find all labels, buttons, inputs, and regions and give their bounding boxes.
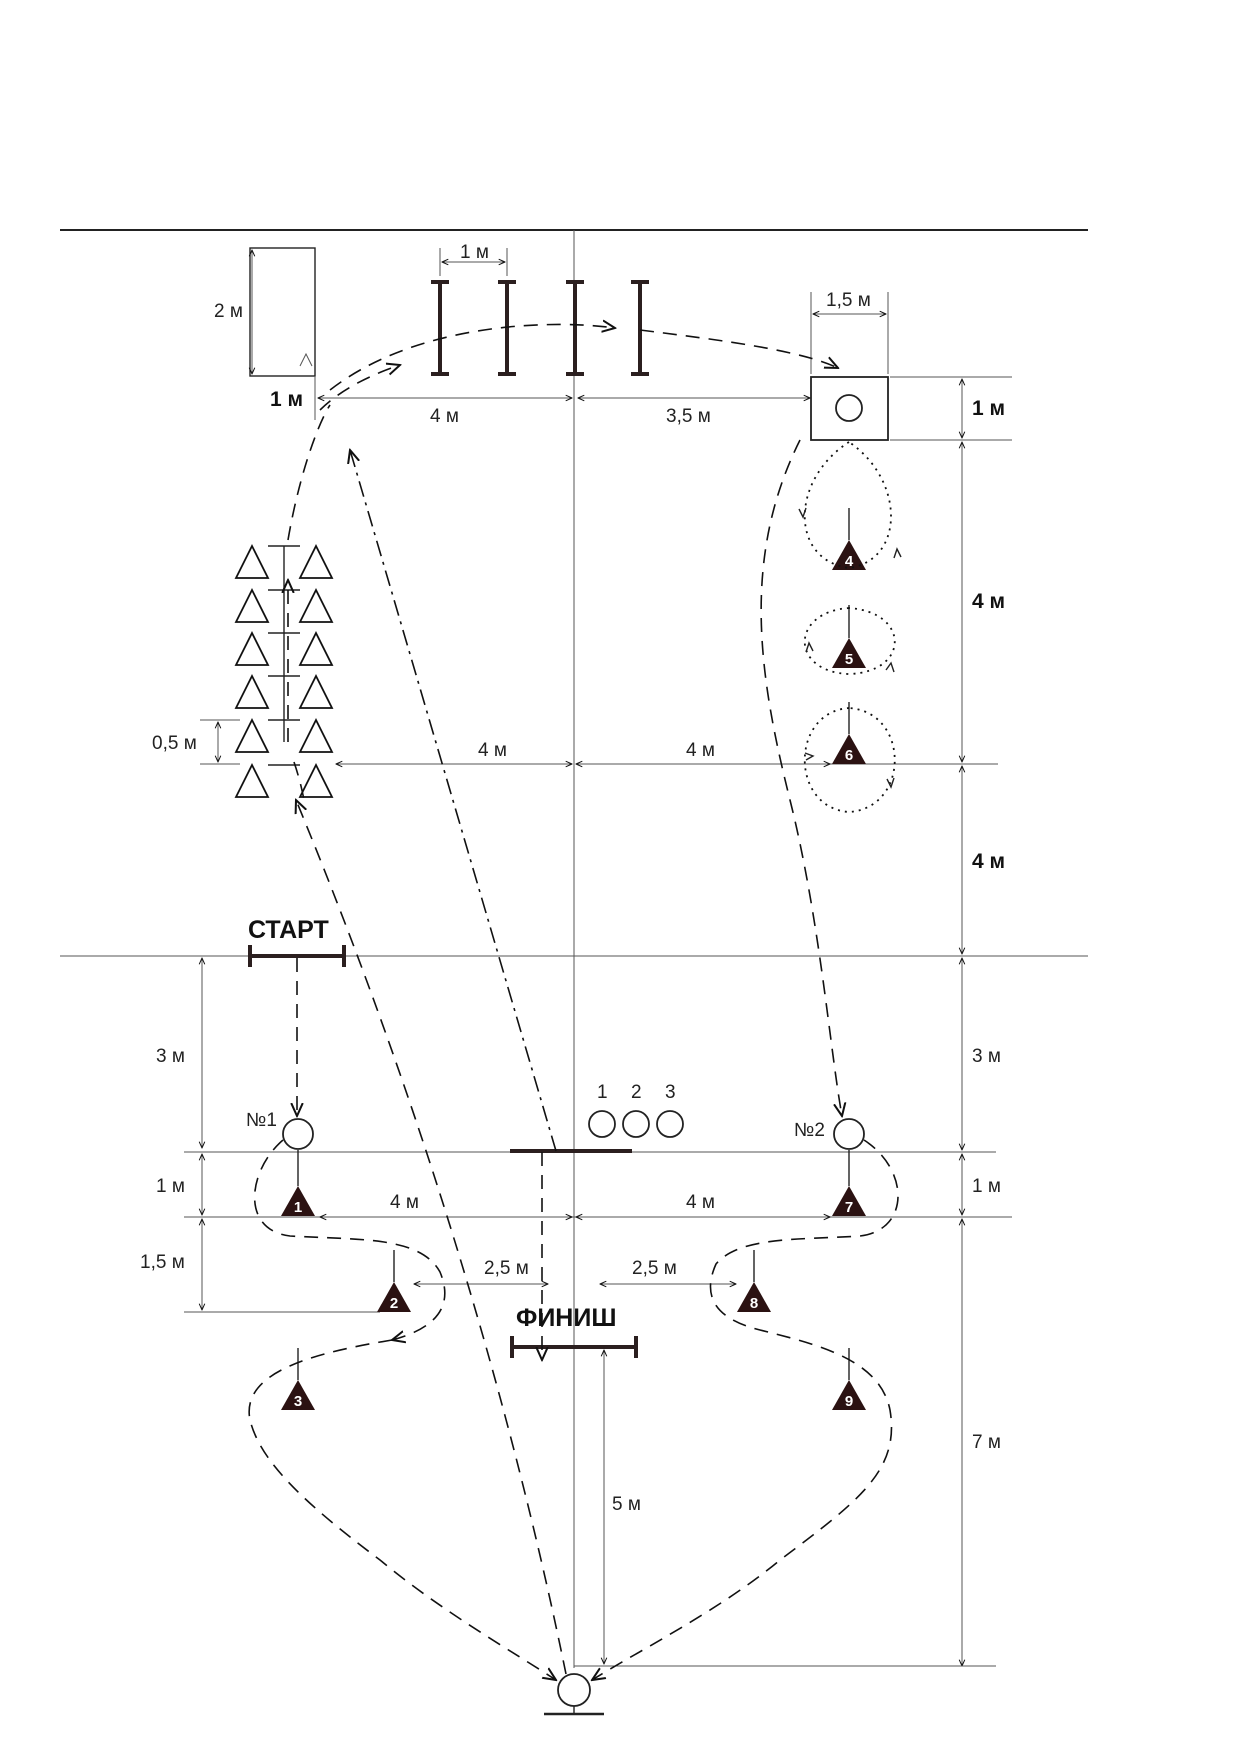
triangle-slalom: 0,5 м <box>152 543 334 798</box>
tunnel-box: 2 м 1 м <box>214 247 316 420</box>
post-2: №2 7 <box>794 1118 866 1216</box>
low-2-5m-right-label: 2,5 м <box>632 1258 677 1279</box>
cone-2: 2 <box>377 1250 411 1312</box>
ball-3-label: 3 <box>665 1082 676 1103</box>
svg-text:8: 8 <box>750 1295 758 1312</box>
balls-group: 1 2 3 <box>510 1082 684 1153</box>
right-3m-label: 3 м <box>972 1046 1001 1067</box>
left-0-5m-label: 0,5 м <box>152 733 197 754</box>
post-2-label: №2 <box>794 1120 825 1141</box>
svg-text:5: 5 <box>845 651 853 668</box>
start-line: СТАРТ <box>248 916 346 967</box>
cone-8: 8 <box>737 1250 771 1312</box>
low-2-5m-left-label: 2,5 м <box>484 1258 529 1279</box>
svg-text:9: 9 <box>845 1393 853 1410</box>
top-3-5m-label: 3,5 м <box>666 406 711 427</box>
svg-text:4: 4 <box>845 553 854 570</box>
svg-text:7: 7 <box>845 1199 853 1216</box>
right-1m-label: 1 м <box>972 1176 1001 1197</box>
ball-2-label: 2 <box>631 1082 642 1103</box>
ball-1-label: 1 <box>597 1082 608 1103</box>
right-dimension-chain: 1 м 4 м 4 м 3 м 1 м 7 м <box>574 379 1005 1666</box>
right-4m-upper-label: 4 м <box>972 590 1005 613</box>
low-4m-right-label: 4 м <box>686 1192 715 1213</box>
left-1m-label: 1 м <box>156 1176 185 1197</box>
finish-label: ФИНИШ <box>516 1304 616 1332</box>
box-width-label: 1 м <box>270 388 303 411</box>
start-label: СТАРТ <box>248 916 329 944</box>
finish-5m-label: 5 м <box>612 1494 641 1515</box>
svg-text:2: 2 <box>390 1295 398 1312</box>
mid-4m-left-label: 4 м <box>478 740 507 761</box>
dotted-slalom-path <box>798 441 902 813</box>
right-4m-lower-label: 4 м <box>972 850 1005 873</box>
hurdle-gap-label: 1 м <box>460 242 489 263</box>
finish-line: ФИНИШ <box>510 1304 638 1358</box>
target-square: 1,5 м <box>810 290 1012 441</box>
left-1-5m-label: 1,5 м <box>140 1252 185 1273</box>
svg-text:3: 3 <box>294 1393 302 1410</box>
right-7m-label: 7 м <box>972 1432 1001 1453</box>
post-1-label: №1 <box>246 1110 277 1131</box>
route-paths <box>248 324 899 1680</box>
cone-6: 6 <box>832 702 866 764</box>
bottom-target <box>544 1673 604 1716</box>
cone-3: 3 <box>281 1348 315 1410</box>
svg-text:1: 1 <box>294 1199 302 1216</box>
left-3m-label: 3 м <box>156 1046 185 1067</box>
hurdles: 1 м <box>431 242 649 376</box>
left-dimension-chain: 3 м 1 м 1,5 м <box>140 958 1012 1313</box>
post-1: №1 1 <box>246 1110 315 1216</box>
cone-9: 9 <box>832 1348 866 1410</box>
box-height-label: 2 м <box>214 301 243 322</box>
square-width-label: 1,5 м <box>826 290 871 311</box>
cone-4: 4 <box>832 508 866 570</box>
cone-5: 5 <box>832 605 866 668</box>
mid-4m-right-label: 4 м <box>686 740 715 761</box>
low-4m-left-label: 4 м <box>390 1192 419 1213</box>
svg-text:6: 6 <box>845 747 853 764</box>
top-4m-label: 4 м <box>430 406 459 427</box>
square-height-label: 1 м <box>972 397 1005 420</box>
